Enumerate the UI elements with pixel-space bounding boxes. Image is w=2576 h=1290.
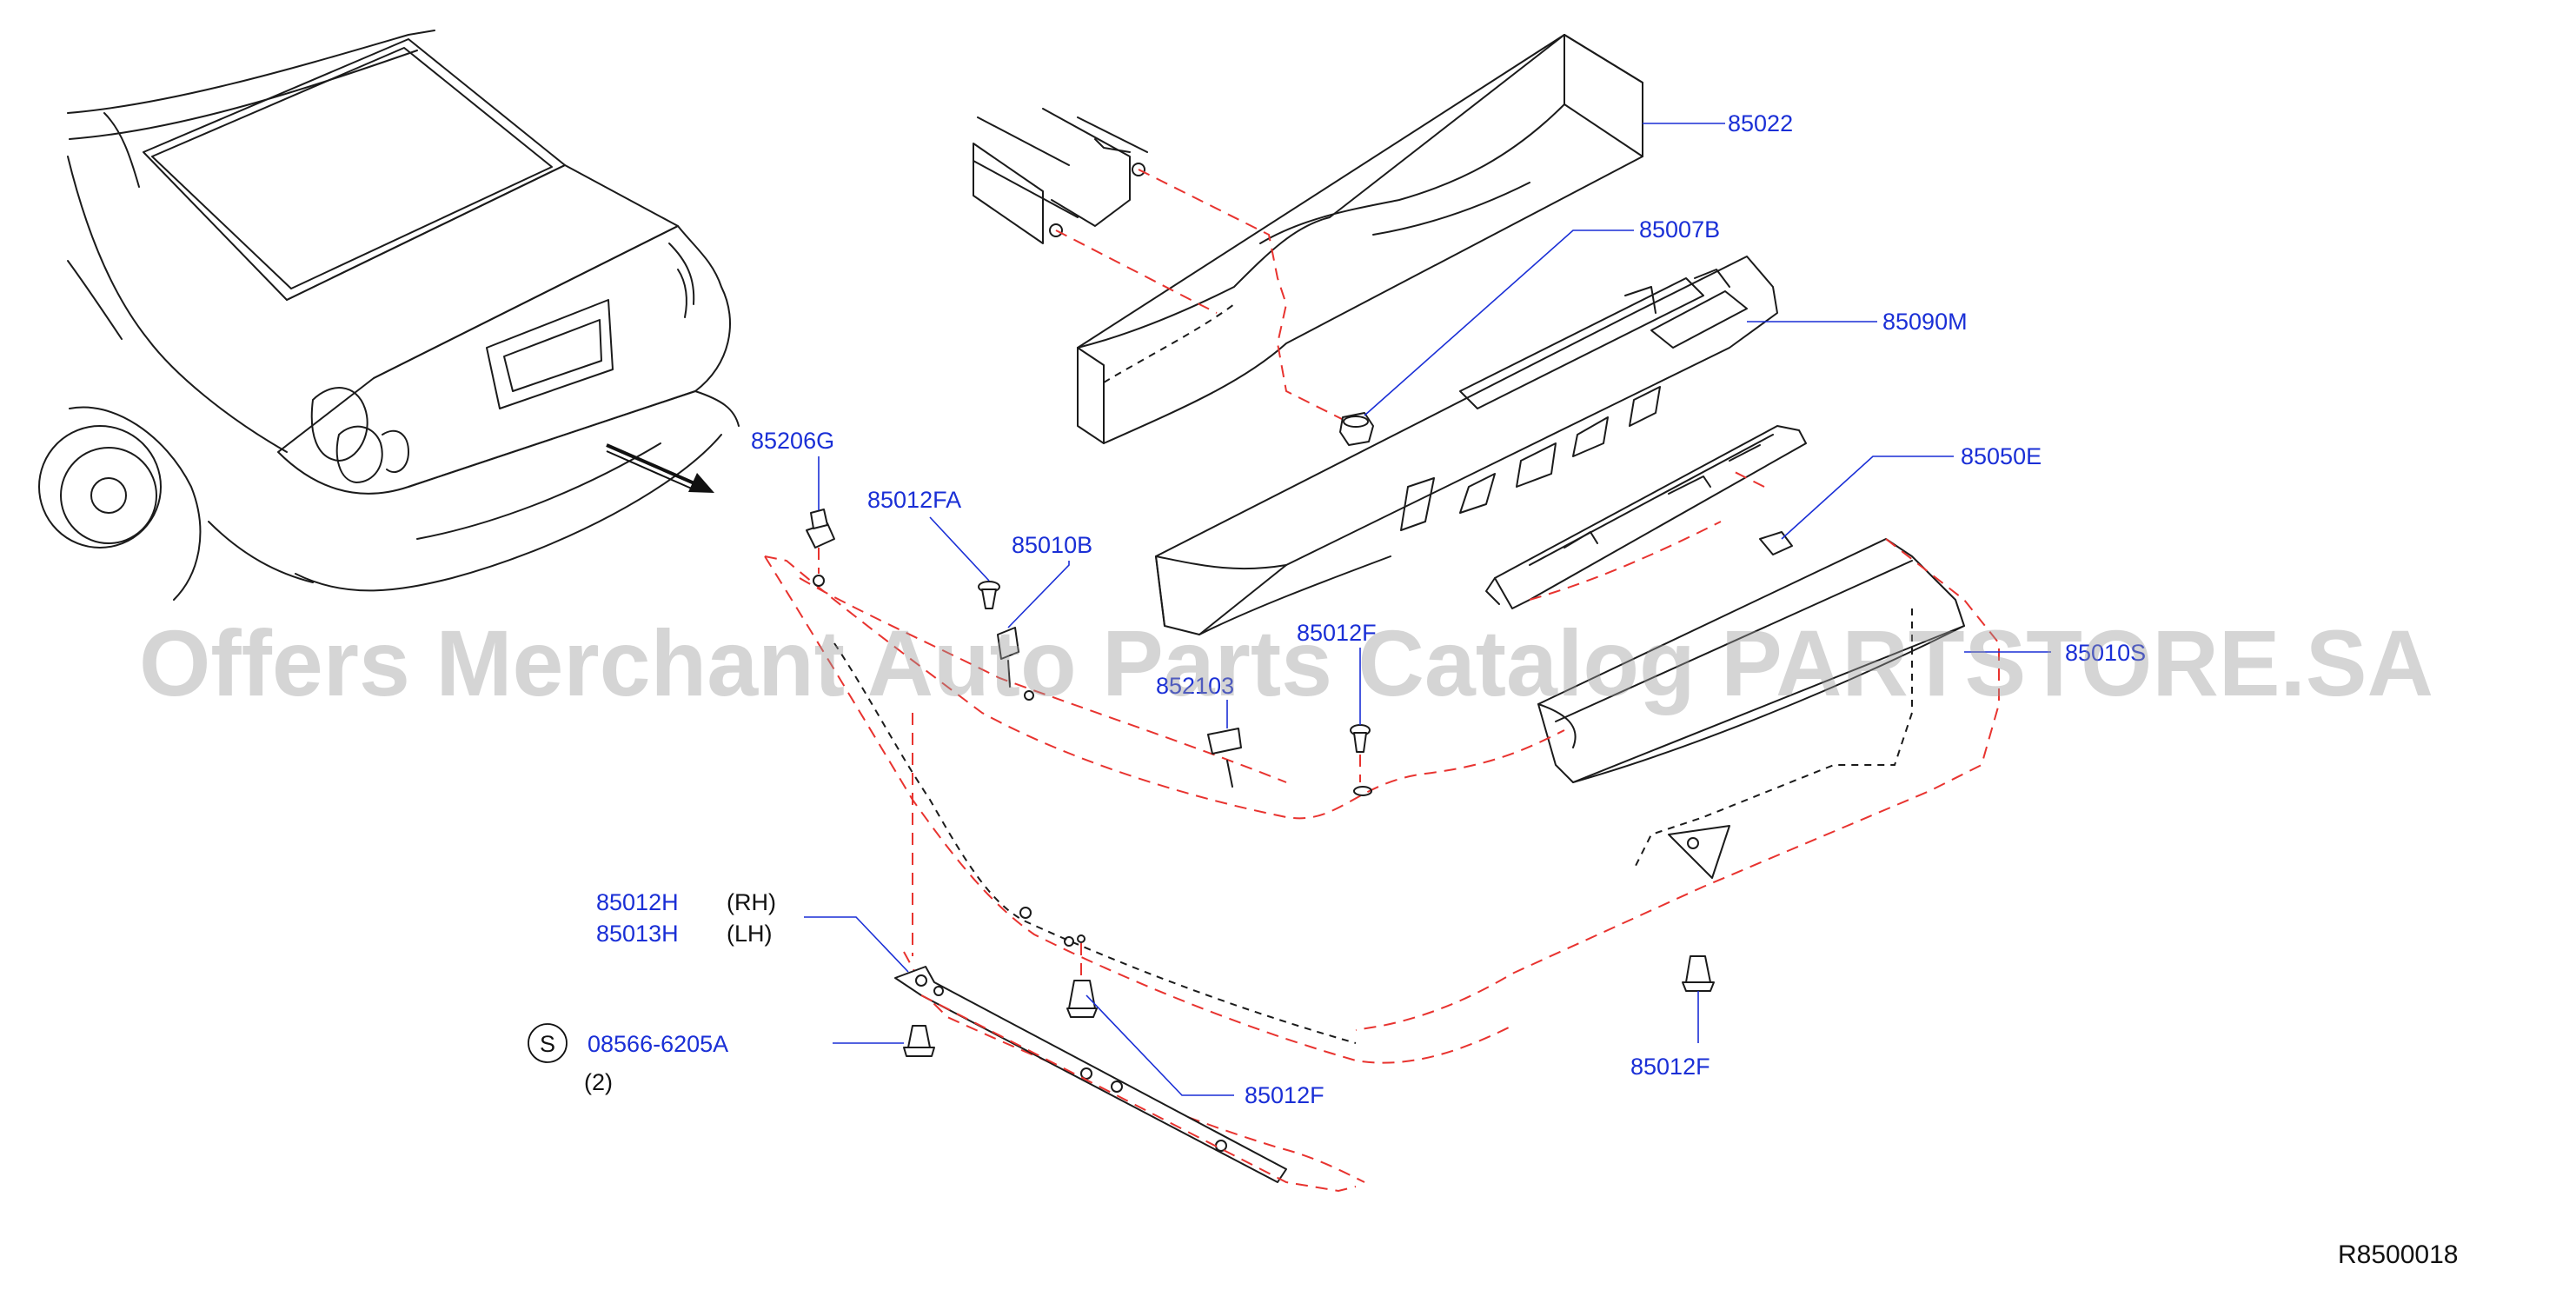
label-08566-6205A: 08566-6205A <box>588 1031 728 1057</box>
label-lh: (LH) <box>727 921 773 947</box>
part-85012H-bracket <box>894 713 1357 1193</box>
label-85012FA: 85012FA <box>867 487 961 513</box>
label-85007B: 85007B <box>1639 216 1720 243</box>
watermark: Offers Merchant Auto Parts Catalog PARTS… <box>139 610 2433 715</box>
part-lower-cover-outline <box>764 555 1565 1183</box>
part-labels: 85022 85007B 85090M 85050E 85206G 85012F… <box>528 110 2146 1108</box>
label-85010S: 85010S <box>2065 640 2146 666</box>
arrow-icon <box>606 443 714 493</box>
label-85012H: 85012H <box>596 889 679 915</box>
vehicle-rear-view <box>38 30 740 601</box>
circled-s-icon <box>528 1023 568 1063</box>
label-qty-2: (2) <box>584 1069 613 1095</box>
fastener-85012FA <box>978 581 1000 609</box>
diagram-id: R8500018 <box>2338 1240 2458 1269</box>
label-85012F-c: 85012F <box>1630 1054 1710 1080</box>
leader-lines <box>804 123 2051 1096</box>
part-85010S-fascia <box>1355 538 2000 1031</box>
label-852103: 852103 <box>1156 673 1234 699</box>
label-85090M: 85090M <box>1882 309 1968 335</box>
label-85012F-b: 85012F <box>1245 1082 1325 1108</box>
fastener-85012F-a <box>1350 724 1372 796</box>
label-85022: 85022 <box>1728 110 1793 136</box>
label-s-marker: S <box>540 1031 555 1057</box>
fastener-85012F-b <box>1066 934 1098 1018</box>
fastener-85012F-c <box>1682 955 1715 992</box>
part-85007B-nut <box>1339 412 1374 446</box>
fastener-852103 <box>1207 728 1242 788</box>
label-85010B: 85010B <box>1012 532 1092 558</box>
fastener-85010B <box>997 627 1034 701</box>
label-85013H: 85013H <box>596 921 679 947</box>
part-85022-reinforcement <box>973 34 1643 444</box>
label-85050E: 85050E <box>1961 443 2042 469</box>
label-rh: (RH) <box>727 889 776 915</box>
label-85206G: 85206G <box>751 428 834 454</box>
part-85050E-bracket <box>1485 425 1807 609</box>
part-85090M-absorber <box>1155 256 1778 635</box>
fastener-08566-6205A <box>903 1025 935 1057</box>
label-85012F-a: 85012F <box>1297 620 1377 646</box>
fastener-85206G <box>806 509 835 587</box>
